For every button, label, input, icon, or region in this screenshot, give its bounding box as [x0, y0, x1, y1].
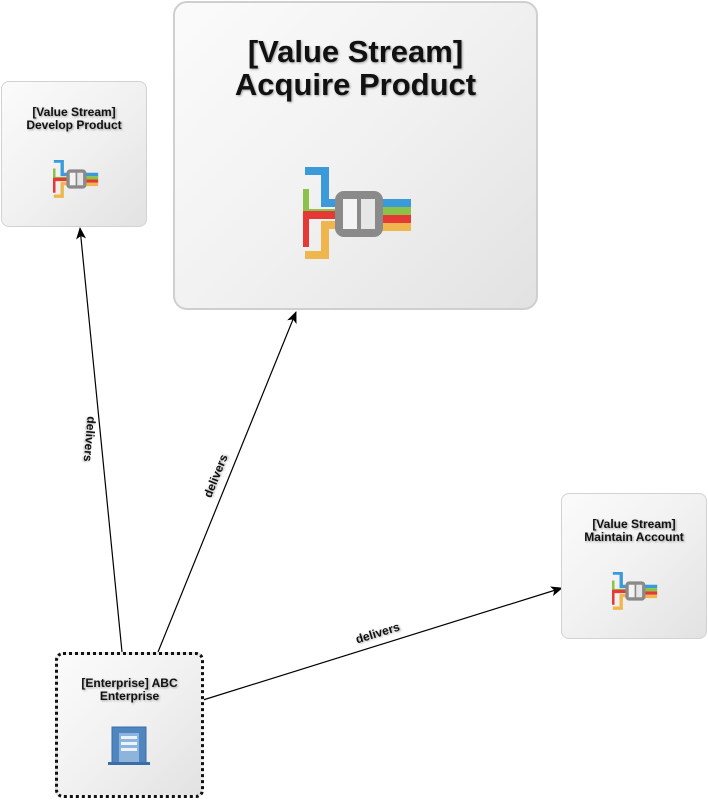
- title-line: Enterprise: [99, 688, 160, 703]
- enterprise-building-icon: [108, 726, 150, 765]
- title-line: Develop Product: [26, 117, 122, 132]
- value-stream-icon: [53, 160, 99, 198]
- title-line: [Value Stream]: [32, 105, 116, 119]
- value-stream-acquire-product[interactable]: [Value Stream] Acquire Product: [173, 1, 538, 310]
- value-stream-icon: [303, 167, 411, 259]
- node-title: [Value Stream] Acquire Product: [175, 34, 536, 102]
- edge-enterprise-to-develop-product[interactable]: [76, 227, 123, 653]
- enterprise-abc-enterprise[interactable]: [Enterprise] ABC Enterprise: [55, 652, 204, 798]
- title-line: Acquire Product: [234, 66, 477, 102]
- node-title: [Value Stream] Develop Product: [2, 106, 146, 132]
- title-line: [Value Stream]: [247, 34, 464, 69]
- title-line: [Value Stream]: [592, 517, 676, 531]
- value-stream-maintain-account[interactable]: [Value Stream] Maintain Account: [561, 493, 707, 639]
- edge-enterprise-to-acquire-product[interactable]: [157, 311, 297, 653]
- node-title: [Value Stream] Maintain Account: [562, 518, 706, 544]
- edge-enterprise-to-maintain-account[interactable]: [202, 586, 563, 701]
- value-stream-icon: [612, 572, 658, 610]
- node-title: [Enterprise] ABC Enterprise: [58, 677, 201, 703]
- title-line: [Enterprise] ABC: [81, 676, 178, 690]
- value-stream-develop-product[interactable]: [Value Stream] Develop Product: [1, 81, 147, 227]
- title-line: Maintain Account: [584, 529, 684, 544]
